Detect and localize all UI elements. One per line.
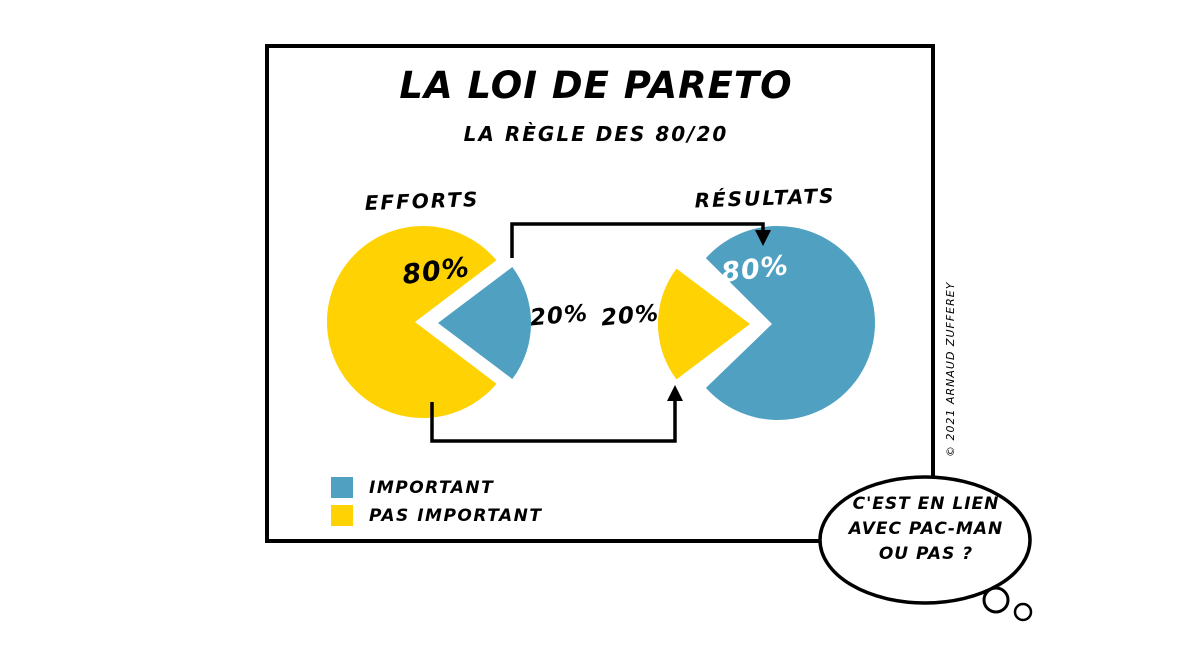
legend-item-important: IMPORTANT xyxy=(331,477,542,498)
thought-bubble-line: OU PAS ? xyxy=(878,544,974,564)
legend-swatch-yellow xyxy=(331,505,353,526)
arrow-top-head-icon xyxy=(755,230,771,246)
resultats-pie-20-slice xyxy=(657,268,750,380)
legend-item-pas-important: PAS IMPORTANT xyxy=(331,505,542,526)
thought-bubble-tail-circle-large xyxy=(982,586,1010,614)
page-subtitle: LA RÈGLE DES 80/20 xyxy=(463,122,729,146)
arrow-bottom-head-icon xyxy=(667,385,683,401)
thought-bubble-text: C'EST EN LIEN AVEC PAC-MAN OU PAS ? xyxy=(828,494,1024,564)
arrow-top-connector xyxy=(510,222,765,258)
arrow-bottom-connector xyxy=(430,398,677,443)
legend: IMPORTANT PAS IMPORTANT xyxy=(331,477,542,526)
legend-label: IMPORTANT xyxy=(369,477,495,498)
efforts-pie-80-slice xyxy=(326,226,497,418)
thought-bubble-tail-circle-small xyxy=(1013,602,1033,622)
copyright-credit: © 2021 ARNAUD ZUFFEREY xyxy=(944,281,957,457)
legend-swatch-blue xyxy=(331,477,353,498)
resultats-pie-80-slice xyxy=(705,225,875,420)
efforts-pie-20-slice xyxy=(438,267,532,379)
legend-label: PAS IMPORTANT xyxy=(369,505,543,526)
page-title: LA LOI DE PARETO xyxy=(399,64,793,107)
thought-bubble-line: C'EST EN LIEN xyxy=(852,494,1000,514)
thought-bubble-line: AVEC PAC-MAN xyxy=(848,519,1004,539)
thought-bubble xyxy=(818,475,1032,605)
